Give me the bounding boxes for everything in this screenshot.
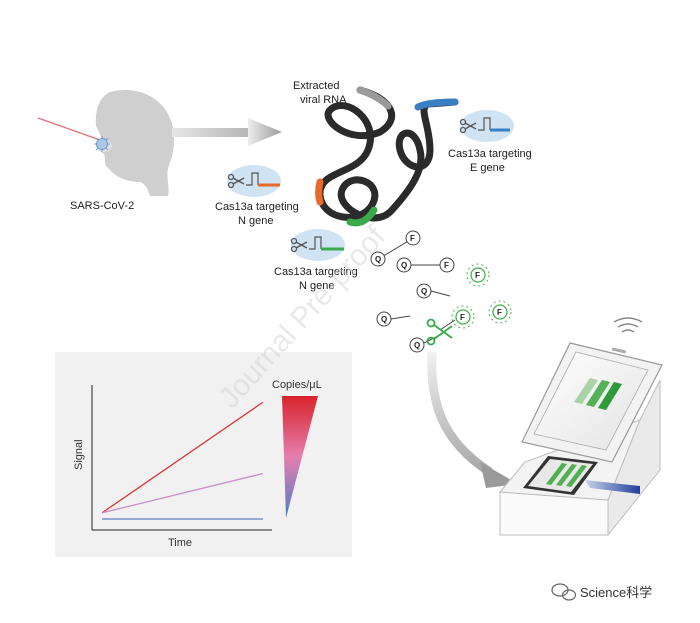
viral-rna-strand	[315, 86, 459, 227]
quencher-label: Q	[401, 261, 407, 270]
credit-badge: Science科学	[551, 583, 652, 601]
scissors-icon	[227, 173, 245, 189]
copies-gradient-wedge	[282, 396, 318, 518]
cas-n2-label-line-1: Cas13a targeting	[274, 266, 358, 278]
cas13a-n-enzyme-1	[227, 165, 281, 197]
fluor-label: F	[475, 271, 480, 280]
reporter-cleaved-3: F	[488, 300, 512, 324]
signal-chart: Signal Time Copies/μL	[73, 379, 322, 549]
wifi-icon	[613, 317, 643, 333]
scissors-icon	[426, 318, 453, 346]
cas-e-label: Cas13a targeting E gene	[448, 148, 535, 174]
scissors-icon	[290, 237, 308, 253]
wechat-icon	[551, 583, 577, 601]
credit-text: Science科学	[580, 585, 652, 600]
series-line-1	[101, 401, 264, 514]
reporter-intact-1: Q F	[370, 230, 421, 267]
nasal-swab	[37, 117, 101, 141]
reporter-cleaved-2: Q F	[376, 305, 475, 331]
scissors-icon	[459, 118, 477, 134]
legend-title: Copies/μL	[272, 379, 322, 391]
flow-arrow-1	[172, 118, 282, 146]
cas-n2-label: Cas13a targeting N gene	[274, 266, 361, 292]
virus-label: SARS-CoV-2	[70, 200, 134, 212]
cas13a-n-enzyme-2	[290, 229, 345, 261]
cas-n1-label-line-2: N gene	[238, 215, 273, 227]
cas-n1-label: Cas13a targeting N gene	[215, 201, 302, 227]
fluor-label: F	[444, 261, 449, 270]
x-axis-label: Time	[168, 537, 192, 549]
cas13a-e-enzyme	[459, 110, 514, 142]
test-strip-cartridge	[523, 456, 598, 495]
light-beam	[585, 480, 640, 494]
quencher-label: Q	[414, 341, 420, 350]
flow-arrow-2	[427, 351, 518, 488]
cas-e-label-line-1: Cas13a targeting	[448, 148, 532, 160]
reporter-intact-2: Q F	[396, 257, 455, 273]
reporter-molecules: Q F Q F Q F Q F	[370, 230, 512, 353]
smartphone	[521, 342, 663, 463]
series-line-2	[101, 472, 264, 514]
fluor-label: F	[497, 308, 502, 317]
rna-n-gene-segment	[315, 178, 324, 206]
cas-n2-label-line-2: N gene	[299, 280, 334, 292]
quencher-label: Q	[421, 287, 427, 296]
quencher-label: Q	[375, 255, 381, 264]
virus-icon	[94, 136, 110, 152]
quencher-label: Q	[381, 315, 387, 324]
cas-n1-label-line-1: Cas13a targeting	[215, 201, 299, 213]
cas-e-label-line-2: E gene	[470, 162, 505, 174]
y-axis-label: Signal	[73, 439, 85, 470]
fluor-label: F	[460, 313, 465, 322]
phone-result-bands	[574, 378, 622, 410]
fluor-label: F	[410, 234, 415, 243]
rna-label-line-1: Extracted	[293, 80, 339, 92]
reporter-cleaved-1: Q F	[416, 263, 490, 299]
rna-n-gene-segment-2	[346, 206, 378, 227]
rna-e-gene-segment	[414, 98, 459, 111]
